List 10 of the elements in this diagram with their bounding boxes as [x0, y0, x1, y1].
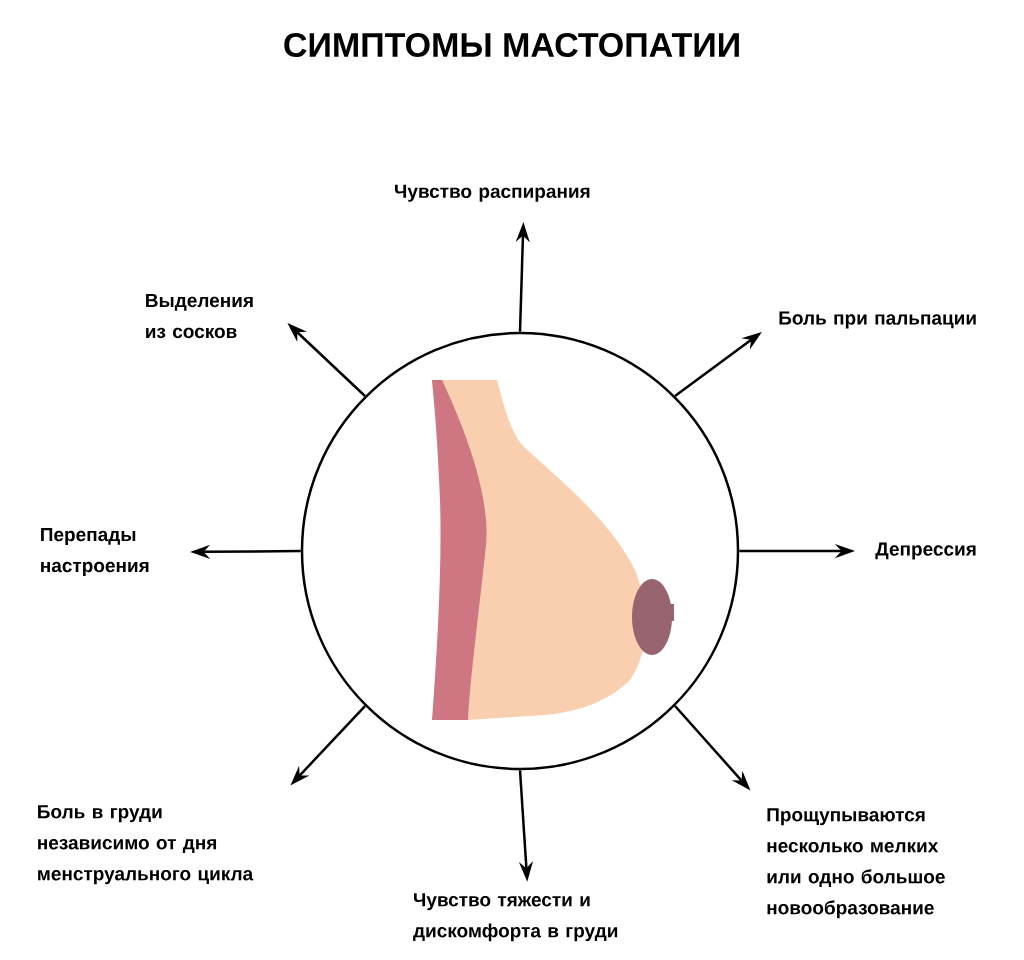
symptom-label: Чувство распирания: [395, 184, 590, 202]
circle: [300, 331, 740, 771]
symptom-label: Выделения из сосков: [146, 293, 253, 339]
symptom-label: Боль при пальпации: [779, 311, 976, 329]
symptom-label: Чувство тяжести и дискомфорта в груди: [413, 893, 618, 942]
symptom-label: Перепады настроения: [41, 528, 149, 576]
symptom-label: Депрессия: [875, 542, 976, 560]
title: СИМПТОМЫ МАСТОПАТИИ: [284, 32, 739, 58]
symptom-label: Боль в груди независимо от дня менструального цикла: [38, 805, 254, 885]
symptom-label: Прощупываются несколько мелких или одно большое новообразование: [767, 808, 945, 919]
